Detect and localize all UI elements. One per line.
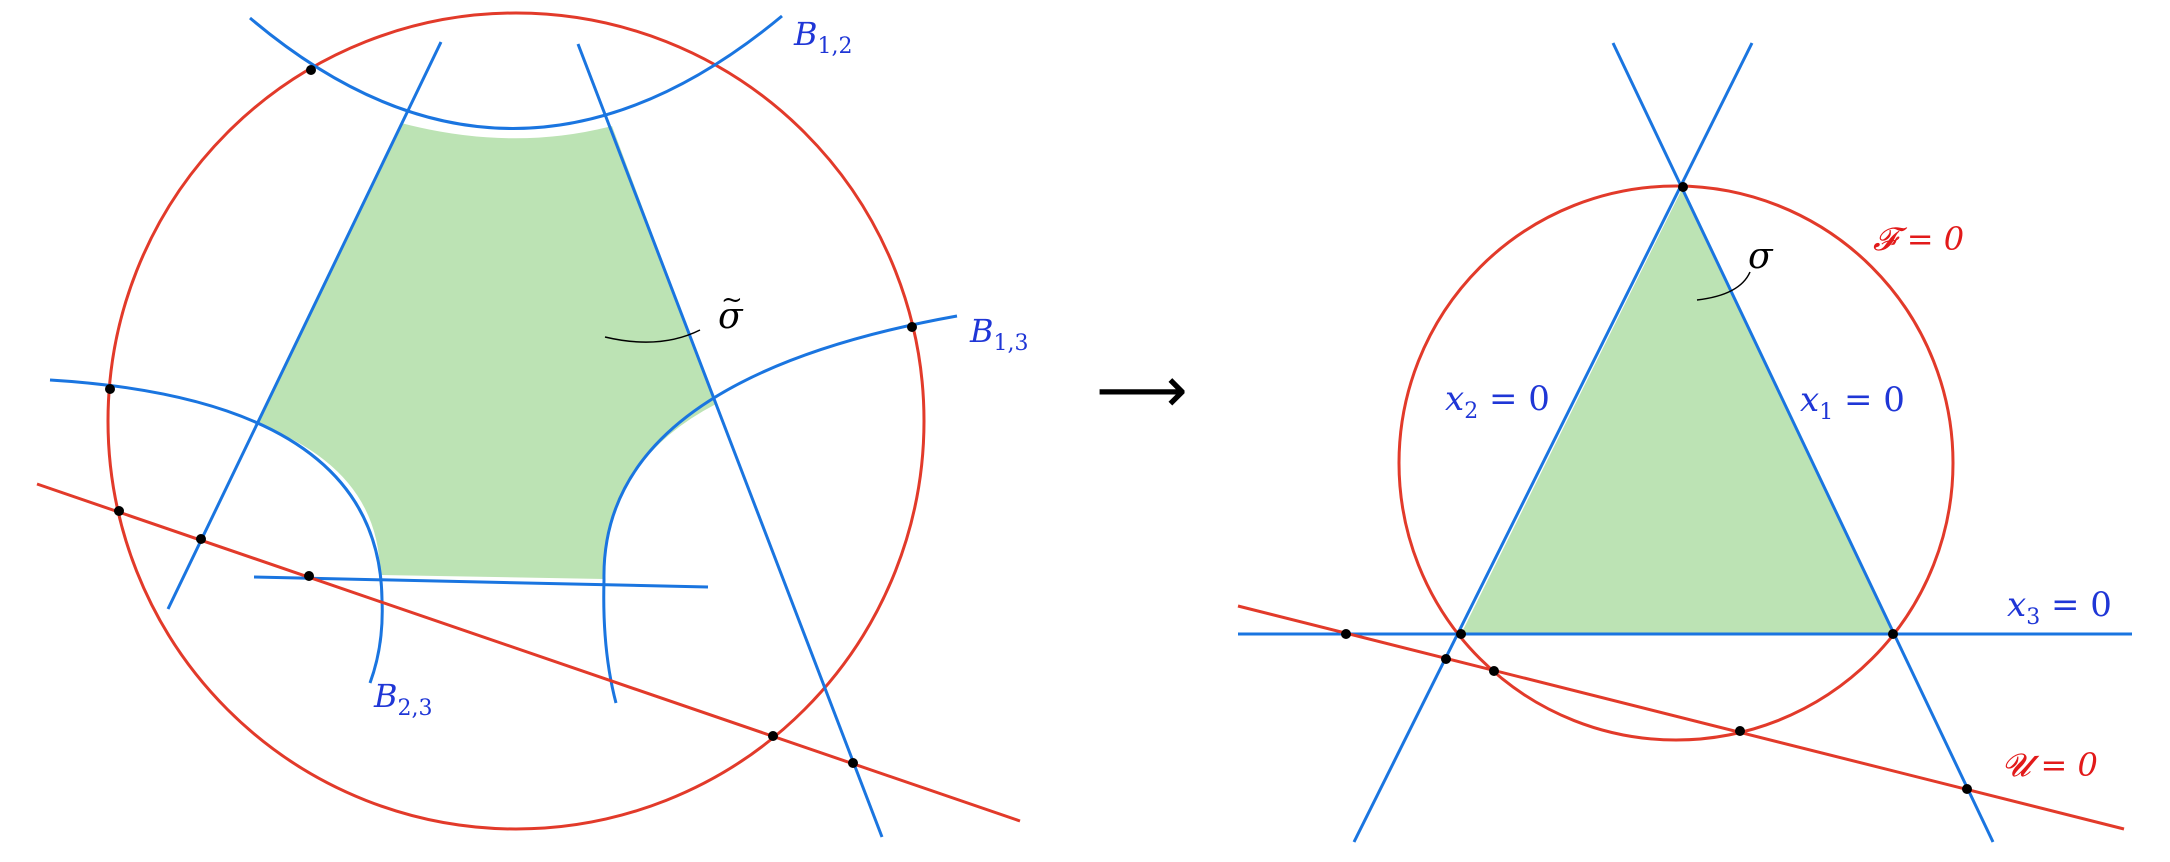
blue-line-left-3 <box>253 575 709 589</box>
label-b13: B1,3 <box>969 312 1029 356</box>
label-x2: x2 = 0 <box>1445 379 1550 424</box>
blue-line-left-1 <box>166 41 443 610</box>
label-sigma: σ <box>1748 236 1774 277</box>
point <box>304 571 314 581</box>
left-points <box>105 65 917 768</box>
point <box>1735 726 1745 736</box>
region-sigma-tilde <box>258 123 716 579</box>
blue-line-x2 <box>1352 42 1754 843</box>
curve-b23 <box>49 378 384 684</box>
label-tilde: ~ <box>721 285 743 315</box>
point <box>768 731 778 741</box>
point <box>1888 629 1898 639</box>
sigma-tilde-leader <box>604 329 701 343</box>
point <box>907 322 917 332</box>
point <box>1441 654 1451 664</box>
blue-line-x1 <box>1611 42 1995 843</box>
point <box>848 758 858 768</box>
point <box>105 384 115 394</box>
right-figure: σ 𝓕 = 0 𝓤 = 0 x1 = 0 x2 = 0 x3 = 0 <box>1237 42 2132 843</box>
map-arrow: ⟶ <box>1096 354 1188 428</box>
point <box>114 506 124 516</box>
label-x1: x1 = 0 <box>1800 380 1905 425</box>
curve-b12 <box>249 14 783 130</box>
label-b23: B2,3 <box>373 677 433 721</box>
red-circle-right <box>1397 184 1955 742</box>
region-sigma <box>1461 187 1893 634</box>
point <box>1489 666 1499 676</box>
label-x3: x3 = 0 <box>2007 585 2112 630</box>
point <box>1341 629 1351 639</box>
point <box>1456 629 1466 639</box>
blue-line-left-2 <box>576 43 884 838</box>
point <box>196 534 206 544</box>
sigma-leader <box>1696 271 1751 301</box>
label-u-eq: 𝓤 = 0 <box>2002 746 2098 784</box>
label-f-eq: 𝓕 = 0 <box>1873 220 1964 258</box>
right-points <box>1341 182 1972 794</box>
point <box>306 65 316 75</box>
point <box>1962 784 1972 794</box>
red-circle-left <box>106 11 926 831</box>
label-b12: B1,2 <box>793 15 853 59</box>
curve-b13 <box>602 314 958 704</box>
left-figure: B1,2 B1,3 B2,3 σ ~ <box>36 11 1029 838</box>
point <box>1678 182 1688 192</box>
label-sigma-tilde: σ <box>718 296 744 337</box>
red-line-u <box>1237 604 2125 831</box>
